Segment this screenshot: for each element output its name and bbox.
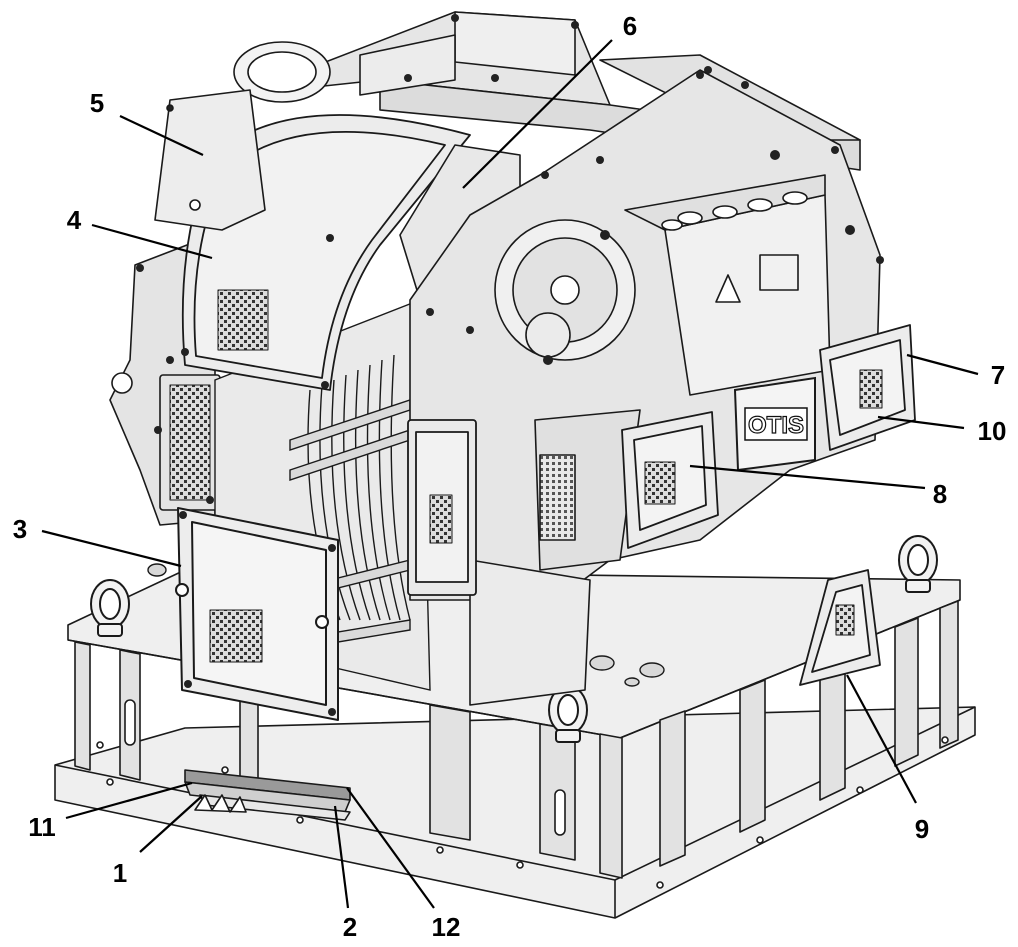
callout-11: 11	[28, 812, 56, 842]
lower-cover-plate	[469, 559, 591, 706]
front-rail-bar	[184, 769, 351, 821]
leader-1	[139, 795, 203, 853]
callout-2: 2	[343, 912, 357, 942]
triangular-bracket-cover	[799, 569, 881, 686]
callout-leaders	[41, 39, 979, 909]
leader-6	[462, 39, 613, 189]
callout-8: 8	[933, 479, 947, 509]
leader-4	[91, 223, 213, 260]
callout-6: 6	[623, 11, 637, 41]
callout-3: 3	[13, 514, 27, 544]
leader-7	[906, 353, 979, 376]
side-plate-center	[407, 419, 477, 596]
otis-nameplate: OTIS	[733, 376, 816, 472]
leader-8	[689, 464, 926, 490]
lifting-eyes	[90, 535, 938, 743]
callout-7: 7	[991, 360, 1005, 390]
callout-9: 9	[915, 814, 929, 844]
base-slots	[124, 699, 566, 836]
lifting-eye-front	[548, 685, 588, 743]
leader-2	[333, 805, 350, 909]
lifting-eye-left	[90, 579, 130, 637]
lifting-eye-right	[898, 535, 938, 593]
inspection-plate-top-left	[154, 89, 266, 231]
rail-teeth	[194, 794, 247, 813]
callout-10: 10	[978, 416, 1007, 446]
callout-12: 12	[432, 912, 461, 942]
callout-5: 5	[90, 88, 104, 118]
base-supports	[74, 600, 959, 879]
leader-12	[346, 787, 435, 909]
leader-5	[119, 115, 204, 156]
inspection-cover-center	[621, 411, 719, 549]
leader-9	[846, 674, 917, 804]
leader-3	[41, 529, 182, 568]
callout-1: 1	[113, 858, 127, 888]
sheave-grooves	[307, 354, 411, 621]
base-holes	[96, 736, 949, 889]
callout-4: 4	[67, 205, 82, 235]
callout-labels: 1 2 3 4 5 6 7 8 9 10 11 12	[13, 11, 1007, 942]
nameplate-brand: OTIS	[748, 412, 804, 439]
deck-bolts	[147, 563, 665, 687]
front-access-door	[175, 507, 339, 721]
leader-10	[877, 415, 965, 430]
leader-11	[65, 781, 193, 820]
warning-triangle	[715, 274, 741, 303]
